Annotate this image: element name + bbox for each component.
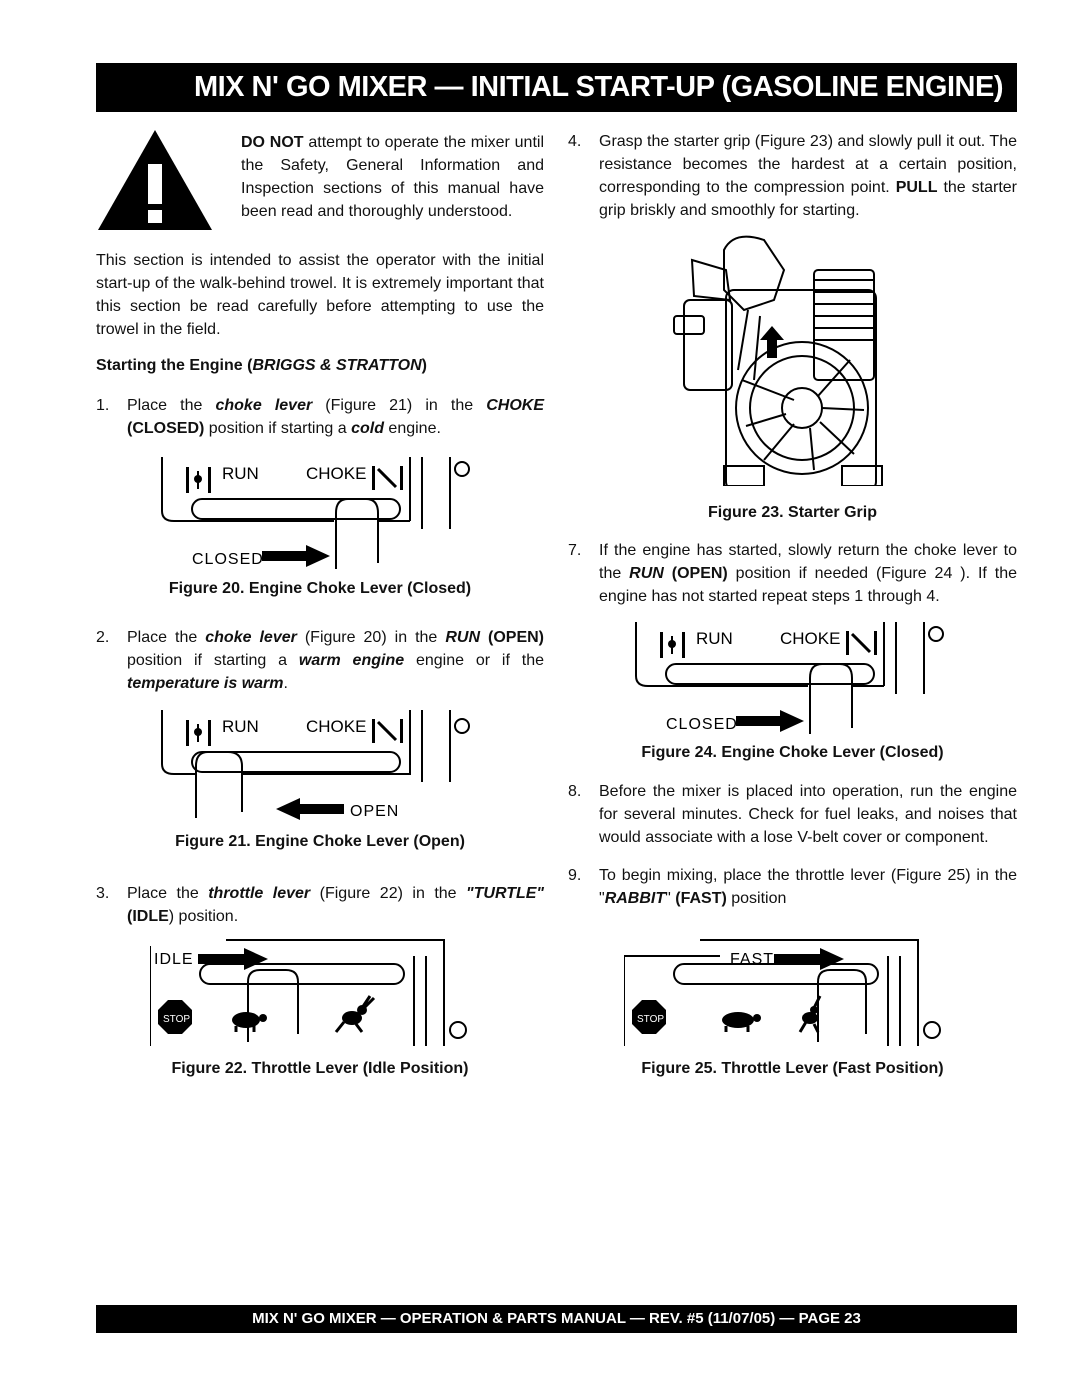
svg-text:STOP: STOP: [163, 1014, 190, 1025]
figure-20-caption: Figure 20. Engine Choke Lever (Closed): [168, 580, 472, 597]
run-label: RUN: [222, 717, 259, 736]
svg-text:STOP: STOP: [637, 1014, 664, 1025]
section-heading: Starting the Engine (BRIGGS & STRATTON): [96, 357, 427, 374]
stop-sign-icon: [632, 1000, 666, 1034]
figure-21-caption: Figure 21. Engine Choke Lever (Open): [175, 833, 465, 850]
closed-label: CLOSED: [666, 716, 738, 733]
run-label: RUN: [696, 629, 733, 648]
step-1: 1. Place the choke lever (Figure 21) in …: [96, 397, 545, 437]
step-2: 2. Place the choke lever (Figure 20) in …: [96, 629, 545, 692]
intro-paragraph: This section is intended to assist the o…: [96, 252, 544, 338]
page-title: MIX N' GO MIXER — INITIAL START-UP (GASO…: [96, 63, 1017, 112]
step-3: 3. Place the throttle lever (Figure 22) …: [96, 885, 545, 925]
rabbit-icon: [334, 995, 376, 1033]
turtle-icon: [722, 1012, 761, 1032]
step-4: 4. Grasp the starter grip (Figure 23) an…: [568, 133, 1017, 219]
figure-23-caption: Figure 23. Starter Grip: [708, 504, 877, 521]
run-label: RUN: [222, 464, 259, 483]
step-7: 7. If the engine has started, slowly ret…: [568, 542, 1018, 605]
turtle-icon: [232, 1012, 267, 1032]
step-8: 8. Before the mixer is placed into opera…: [568, 783, 1017, 846]
figure-25-caption: Figure 25. Throttle Lever (Fast Position…: [641, 1060, 944, 1077]
figure-24-choke-closed: RUN CHOKE CLOSED: [635, 622, 944, 734]
figure-23-starter-grip: [673, 235, 883, 486]
choke-label: CHOKE: [306, 464, 366, 483]
closed-label: CLOSED: [192, 551, 264, 568]
page-footer: MIX N' GO MIXER — OPERATION & PARTS MANU…: [96, 1305, 1017, 1333]
stop-sign-icon: [158, 1000, 192, 1034]
choke-label: CHOKE: [306, 717, 366, 736]
up-arrow-icon: [760, 326, 784, 358]
rabbit-icon: [798, 995, 822, 1033]
figure-22-throttle-idle: IDLE STOP: [150, 939, 467, 1046]
figure-25-throttle-fast: FAST STOP: [624, 939, 941, 1046]
figure-22-caption: Figure 22. Throttle Lever (Idle Position…: [171, 1060, 469, 1077]
warning-icon: [98, 130, 212, 230]
figure-20-choke-closed: RUN CHOKE CLOSED: [161, 457, 470, 569]
idle-label: IDLE: [154, 951, 194, 968]
fast-label: FAST: [730, 951, 774, 968]
open-label: OPEN: [350, 803, 399, 820]
figure-21-choke-open: RUN CHOKE OPEN: [161, 710, 470, 820]
figure-24-caption: Figure 24. Engine Choke Lever (Closed): [641, 744, 944, 761]
warning-text: DO NOT attempt to operate the mixer unti…: [241, 134, 545, 220]
step-9: 9. To begin mixing, place the throttle l…: [568, 867, 1017, 907]
choke-label: CHOKE: [780, 629, 840, 648]
